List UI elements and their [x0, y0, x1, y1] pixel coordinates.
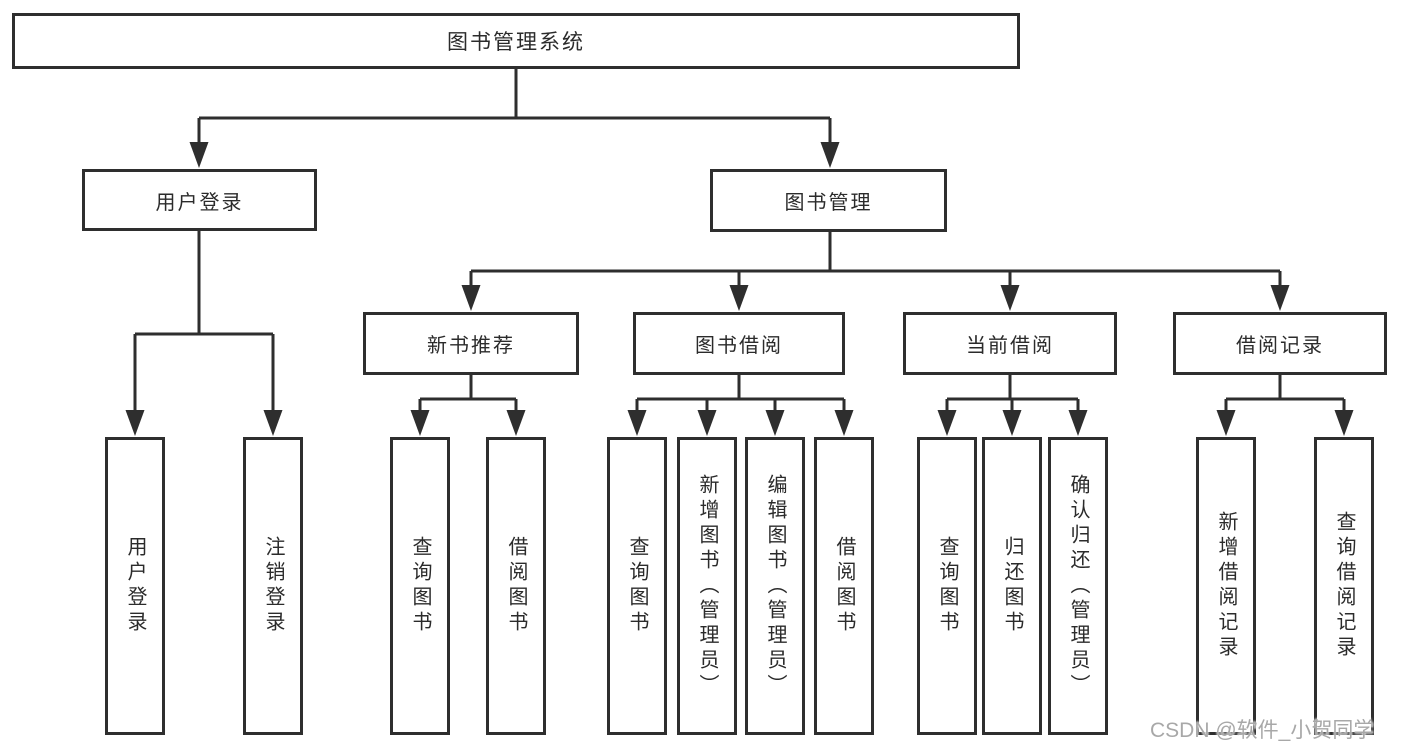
node-borrowing-records: 借阅记录: [1173, 312, 1387, 375]
leaf-recommend-query-book: 查询图书: [390, 437, 450, 735]
connector-management-to-level3: [469, 232, 1282, 290]
node-book-borrowing: 图书借阅: [633, 312, 845, 375]
connector-root-to-level2: [197, 69, 832, 146]
leaf-logout: 注销登录: [243, 437, 303, 735]
leaf-user-login: 用户登录: [105, 437, 165, 735]
leaf-borrow-add-book-admin: 新增图书（管理员）: [677, 437, 737, 735]
leaf-current-return-book: 归还图书: [982, 437, 1042, 735]
csdn-watermark: CSDN @软件_小贺同学: [1150, 719, 1375, 742]
connector-records-to-leaves: [1224, 375, 1346, 414]
connector-borrow-to-leaves: [635, 375, 846, 414]
leaf-borrow-borrow-book: 借阅图书: [814, 437, 874, 735]
leaf-records-add-record: 新增借阅记录: [1196, 437, 1256, 735]
leaf-recommend-borrow-book: 借阅图书: [486, 437, 546, 735]
leaf-current-query-book: 查询图书: [917, 437, 977, 735]
node-root-system: 图书管理系统: [12, 13, 1020, 69]
connector-login-to-leaves: [133, 230, 275, 414]
leaf-borrow-query-book: 查询图书: [607, 437, 667, 735]
leaf-current-confirm-return-admin: 确认归还（管理员）: [1048, 437, 1108, 735]
connector-recommend-to-leaves: [418, 375, 518, 414]
node-user-login: 用户登录: [82, 169, 317, 231]
node-book-management: 图书管理: [710, 169, 947, 232]
node-new-book-recommend: 新书推荐: [363, 312, 579, 375]
leaf-records-query-record: 查询借阅记录: [1314, 437, 1374, 735]
node-current-borrowing: 当前借阅: [903, 312, 1117, 375]
connector-current-to-leaves: [945, 375, 1080, 414]
leaf-borrow-edit-book-admin: 编辑图书（管理员）: [745, 437, 805, 735]
